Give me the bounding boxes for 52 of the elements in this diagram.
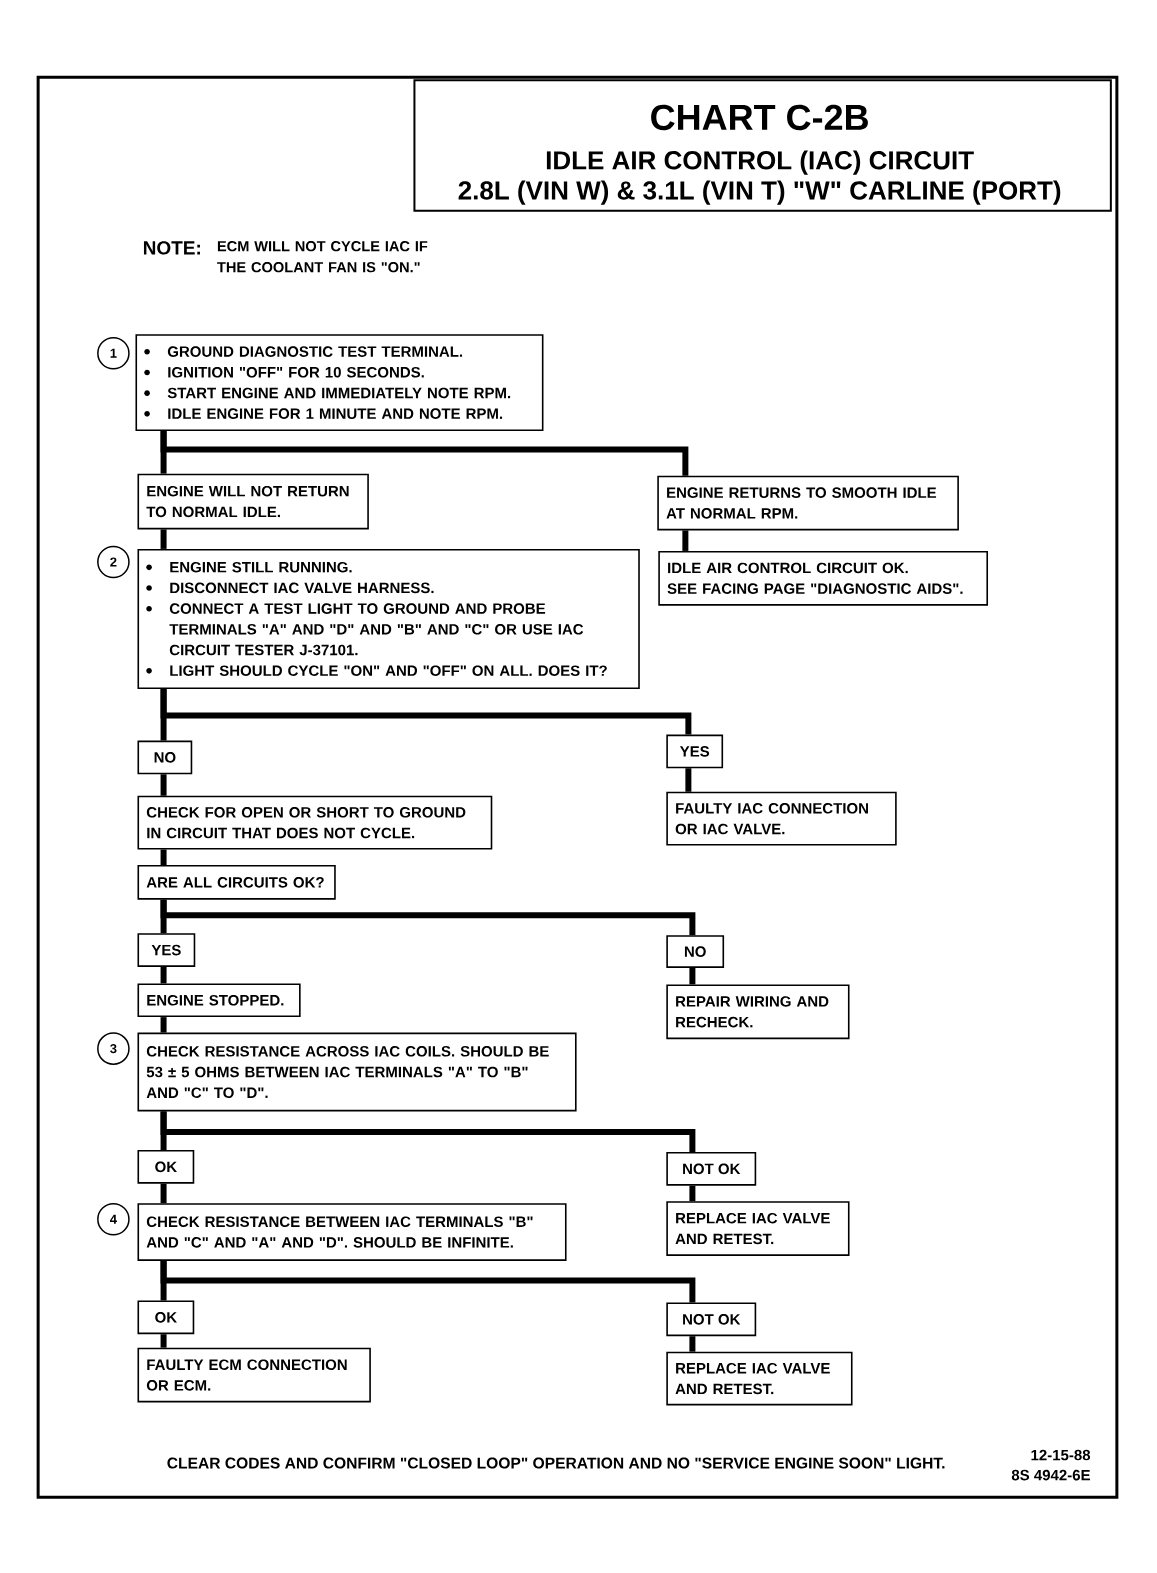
flow-line bbox=[160, 774, 167, 796]
branch-box: NOT OK bbox=[666, 1302, 757, 1337]
flow-line bbox=[160, 966, 167, 984]
process-box: ENGINE WILL NOT RETURN TO NORMAL IDLE. bbox=[137, 473, 369, 530]
step-box: CHECK RESISTANCE BETWEEN IAC TERMINALS "B" AND "C" AND "A" AND "D". SHOULD BE INFINITE. bbox=[137, 1203, 567, 1261]
branch-box: NO bbox=[137, 740, 193, 775]
date-text: 12-15-88 bbox=[1031, 1449, 1091, 1461]
branch-box: OK bbox=[137, 1300, 195, 1335]
flow-line bbox=[689, 1336, 696, 1352]
step-box: GROUND DIAGNOSTIC TEST TERMINAL. IGNITION "OFF" FOR 10 SECONDS. START ENGINE AND IMMEDIATELY NOTE RPM. IDLE ENGINE FOR 1 MINUTE AND NOTE RPM. bbox=[135, 334, 544, 432]
step-number: 2 bbox=[97, 545, 130, 579]
process-box: CHECK FOR OPEN OR SHORT TO GROUND IN CIRCUIT THAT DOES NOT CYCLE. bbox=[137, 795, 493, 850]
flow-line bbox=[160, 849, 167, 865]
document-number: 8S 4942-6E bbox=[1011, 1469, 1090, 1481]
flow-line bbox=[160, 431, 689, 476]
process-box: IDLE AIR CONTROL CIRCUIT OK. SEE FACING PAGE "DIAGNOSTIC AIDS". bbox=[658, 550, 988, 606]
branch-box: NO bbox=[666, 935, 725, 968]
process-box: REPAIR WIRING AND RECHECK. bbox=[666, 984, 850, 1040]
flow-line bbox=[160, 689, 692, 735]
subtitle: IDLE AIR CONTROL (IAC) CIRCUIT bbox=[546, 150, 974, 175]
chart-title: CHART C-2B bbox=[651, 104, 868, 131]
process-box: REPLACE IAC VALVE AND RETEST. bbox=[666, 1351, 853, 1406]
process-box: ENGINE STOPPED. bbox=[137, 983, 301, 1018]
flow-line bbox=[160, 1017, 167, 1033]
flow-line bbox=[160, 1183, 167, 1204]
process-box: FAULTY ECM CONNECTION OR ECM. bbox=[137, 1347, 371, 1403]
footer-note: CLEAR CODES AND CONFIRM "CLOSED LOOP" OPERATION AND NO "SERVICE ENGINE SOON" LIGHT. bbox=[167, 1457, 945, 1469]
note-text: ECM WILL NOT CYCLE IAC IF THE COOLANT FAN IS "ON." bbox=[217, 241, 428, 273]
branch-box: YES bbox=[666, 734, 724, 769]
branch-box: YES bbox=[137, 933, 196, 967]
process-box: FAULTY IAC CONNECTION OR IAC VALVE. bbox=[666, 791, 897, 846]
flow-line bbox=[682, 530, 689, 551]
flow-line bbox=[160, 899, 696, 936]
step-box: ENGINE STILL RUNNING. DISCONNECT IAC VALVE HARNESS. CONNECT A TEST LIGHT TO GROUND AND PROBE TERMINALS "A" AND "D" AND "B" AND "C" OR USE IAC CIRCUIT TESTER J-37101. LIGHT SHOULD CYCLE "ON" AND "OFF" ON ALL. DOES IT? bbox=[137, 548, 640, 689]
branch-box: OK bbox=[137, 1150, 195, 1184]
process-box: REPLACE IAC VALVE AND RETEST. bbox=[666, 1201, 850, 1256]
flow-line bbox=[689, 1185, 696, 1202]
note-heading: NOTE: bbox=[143, 241, 200, 255]
step-number: 3 bbox=[97, 1032, 130, 1065]
step-box: CHECK RESISTANCE ACROSS IAC COILS. SHOULD BE 53 ± 5 OHMS BETWEEN IAC TERMINALS "A" TO "B" AND "C" TO "D". bbox=[137, 1032, 577, 1112]
flow-line bbox=[160, 1111, 696, 1152]
branch-box: NOT OK bbox=[666, 1152, 757, 1186]
subtitle: 2.8L (VIN W) & 3.1L (VIN T) "W" CARLINE (PORT) bbox=[458, 180, 1061, 205]
step-number: 4 bbox=[97, 1202, 130, 1236]
flow-line bbox=[160, 529, 167, 549]
process-box: ENGINE RETURNS TO SMOOTH IDLE AT NORMAL RPM. bbox=[657, 475, 959, 531]
flow-line bbox=[689, 967, 696, 985]
question-box: ARE ALL CIRCUITS OK? bbox=[137, 865, 336, 900]
flow-line bbox=[685, 768, 692, 792]
step-number: 1 bbox=[97, 336, 130, 370]
flow-line bbox=[160, 1334, 167, 1348]
flow-line bbox=[160, 1260, 696, 1303]
